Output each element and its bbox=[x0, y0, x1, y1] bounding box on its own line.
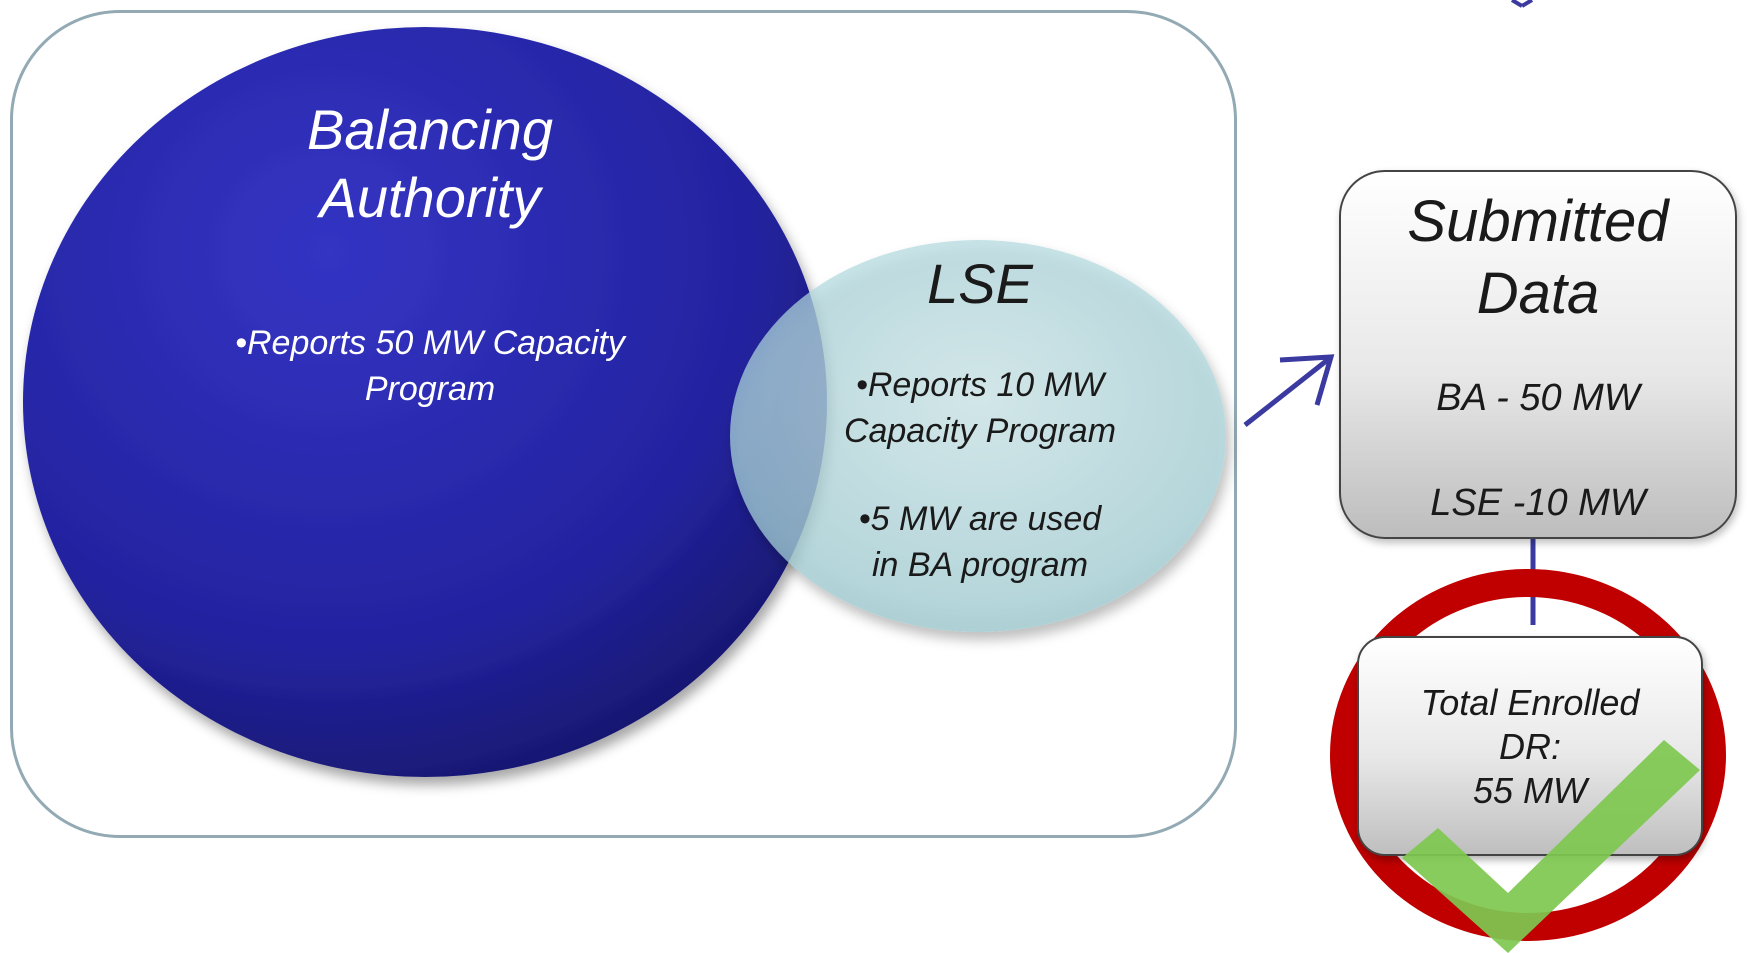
lse-bullet1-line2: Capacity Program bbox=[843, 412, 1117, 450]
lse-bullet-used: •5 MW are used in BA program bbox=[830, 496, 1130, 588]
arrow-head bbox=[1279, 354, 1335, 406]
group-container bbox=[10, 10, 1237, 838]
lse-circle bbox=[730, 240, 1226, 632]
lse-bullet-reports: •Reports 10 MW Capacity Program bbox=[820, 362, 1140, 454]
submitted-data-box bbox=[1339, 170, 1737, 539]
arrow-to-submitted bbox=[1243, 356, 1332, 427]
submitted-title: Submitted Data bbox=[1339, 186, 1737, 330]
total-line1: Total Enrolled bbox=[1420, 682, 1640, 723]
ba-title: Balancing Authority bbox=[230, 96, 630, 232]
lse-bullet1-line1: •Reports 10 MW bbox=[855, 366, 1105, 404]
ba-title-line1: Balancing bbox=[307, 98, 553, 161]
ba-bullet-line2: Program bbox=[364, 370, 496, 408]
submitted-ba-value: BA - 50 MW bbox=[1436, 377, 1640, 419]
total-enrolled-text: Total Enrolled DR: 55 MW bbox=[1357, 681, 1703, 813]
total-line3: 55 MW bbox=[1472, 770, 1587, 811]
submitted-title-line1: Submitted bbox=[1407, 189, 1669, 254]
submitted-title-line2: Data bbox=[1476, 261, 1600, 326]
total-line2: DR: bbox=[1499, 726, 1561, 767]
ba-bullet-line1: •Reports 50 MW Capacity bbox=[235, 324, 625, 362]
arrow-top-fragment bbox=[1510, 0, 1524, 8]
submitted-lse-value: LSE -10 MW bbox=[1430, 482, 1646, 524]
ba-title-line2: Authority bbox=[319, 166, 541, 229]
ba-bullet: •Reports 50 MW Capacity Program bbox=[195, 320, 665, 412]
balancing-authority-circle bbox=[23, 27, 827, 777]
lse-bullet2-line1: •5 MW are used bbox=[858, 500, 1102, 538]
lse-title: LSE bbox=[927, 252, 1033, 315]
arrow-top-fragment-2 bbox=[1520, 0, 1534, 8]
lse-bullet2-line2: in BA program bbox=[871, 546, 1089, 584]
